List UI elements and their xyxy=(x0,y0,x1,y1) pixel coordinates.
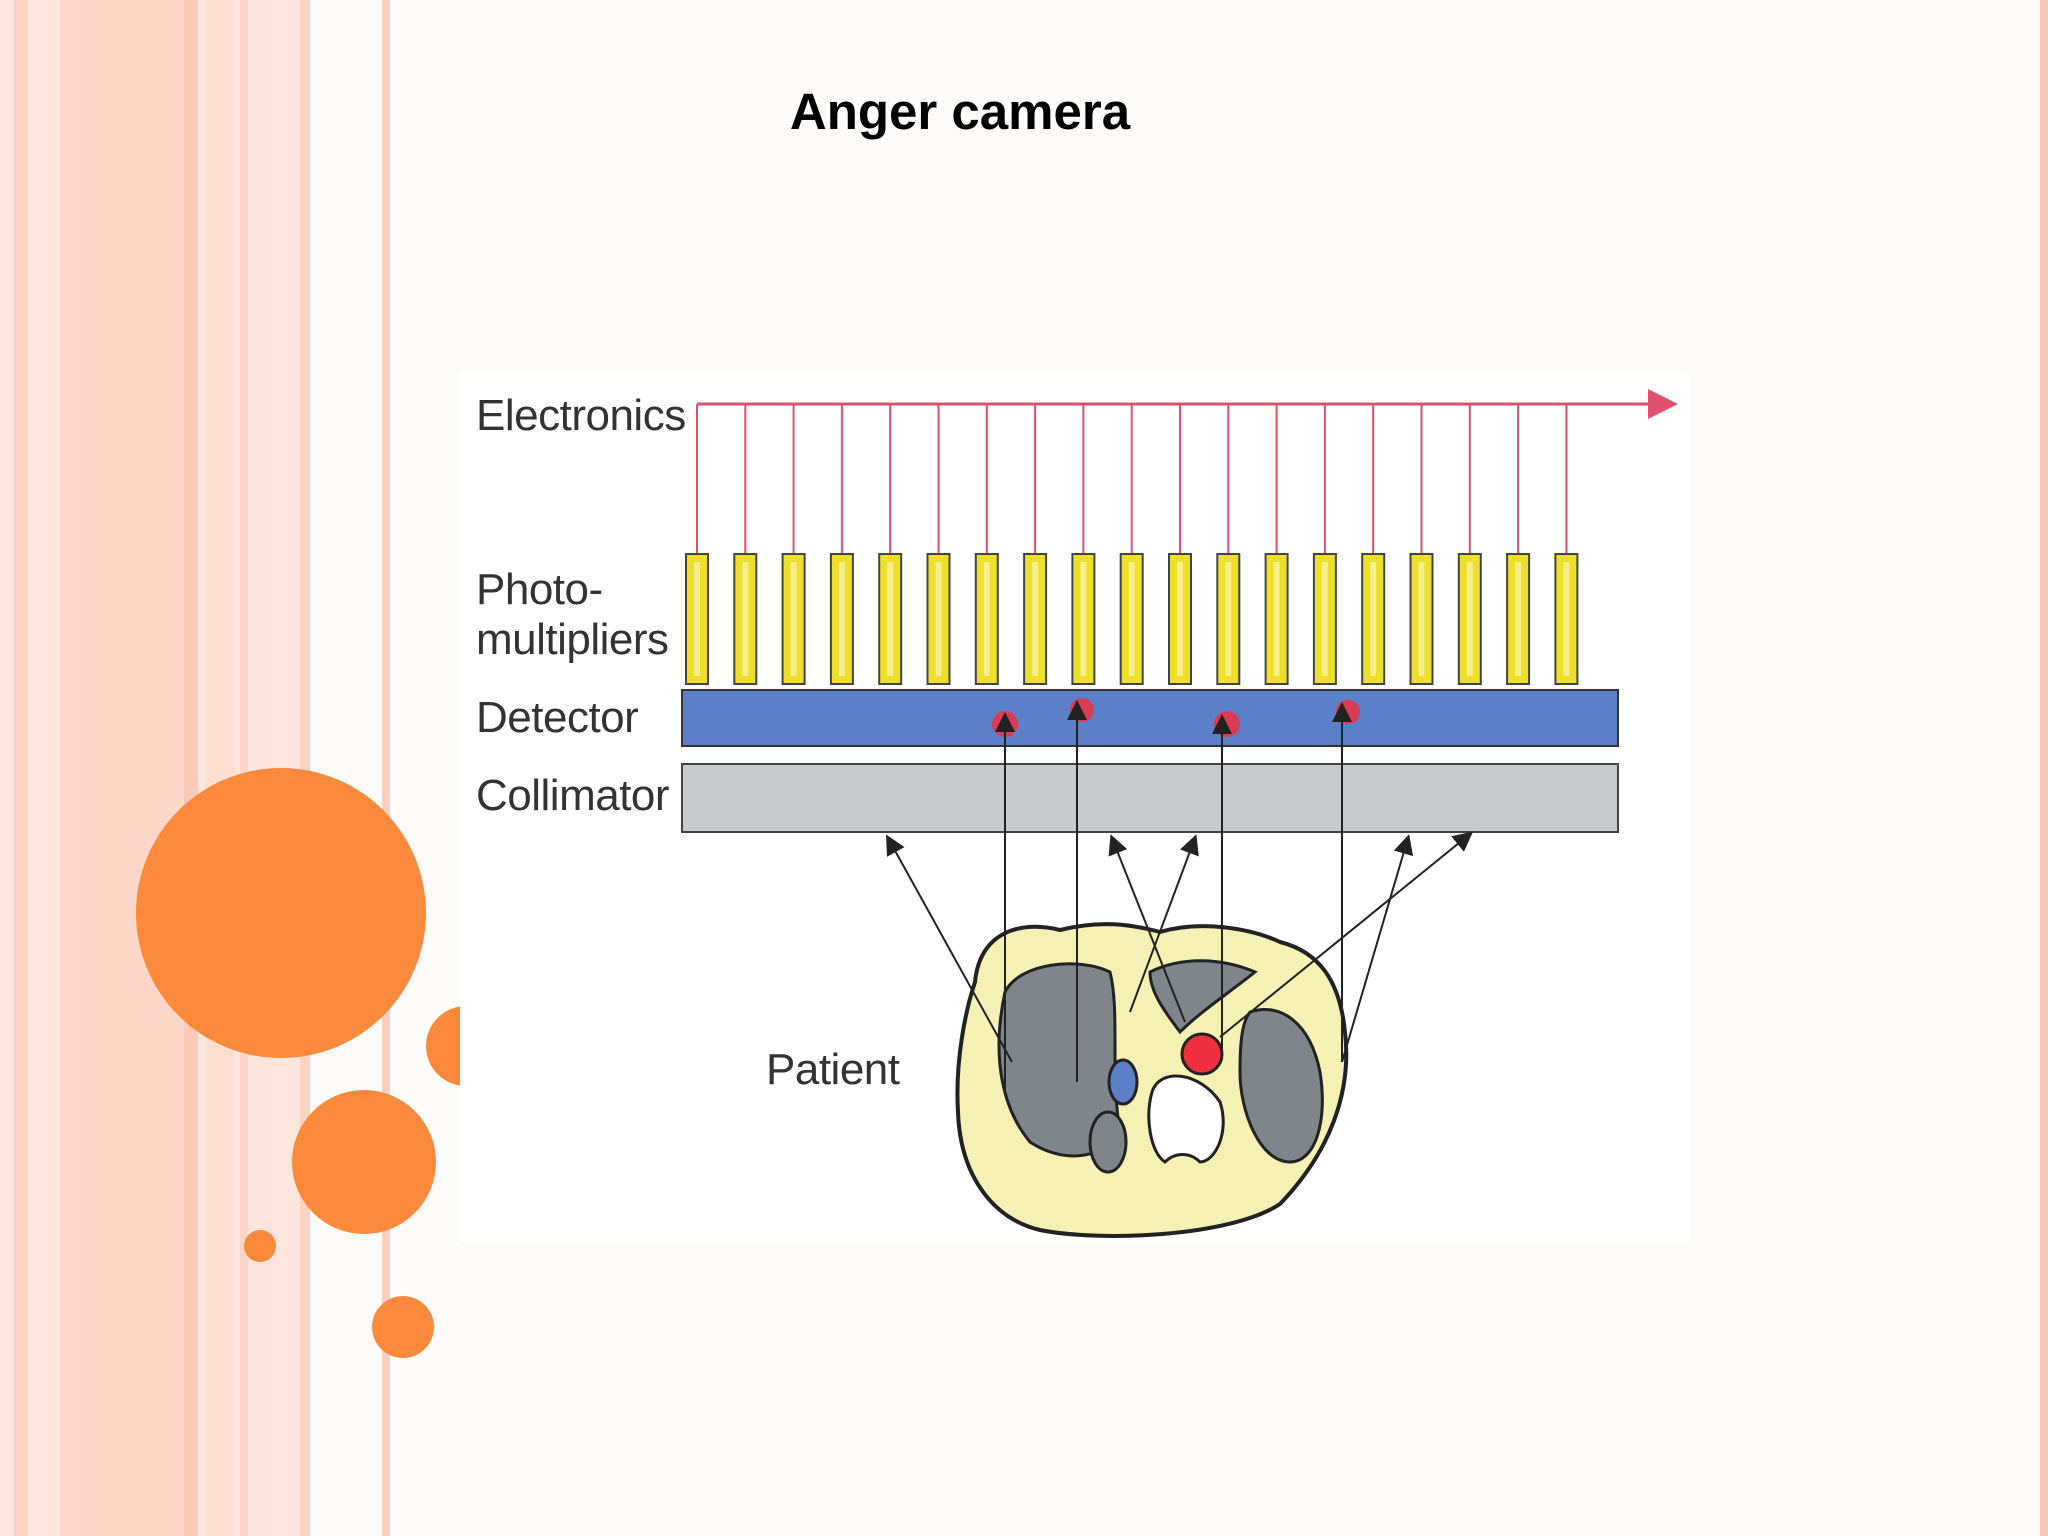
photomultiplier-tube xyxy=(781,553,806,685)
photomultiplier-highlight xyxy=(983,562,990,676)
photomultiplier-tube xyxy=(733,553,758,685)
decorative-circle-small xyxy=(244,1230,276,1262)
right-border xyxy=(2040,0,2048,1536)
collimator-bar xyxy=(681,763,1619,833)
photomultiplier-highlight xyxy=(1177,562,1183,676)
photomultiplier-highlight xyxy=(694,562,700,676)
photomultiplier-tube xyxy=(1361,553,1386,685)
photomultiplier-highlight xyxy=(1466,562,1473,676)
left-stripe xyxy=(184,0,198,1536)
photomultiplier-highlight xyxy=(1080,562,1087,676)
anger-camera-diagram: Electronics Photo- multipliers Detector … xyxy=(460,372,1690,1242)
photomultiplier-highlight xyxy=(1418,562,1425,676)
photomultiplier-tube xyxy=(685,553,709,685)
photomultiplier-tube xyxy=(1457,553,1482,685)
detector-bar xyxy=(681,689,1619,747)
decorative-circle-medium xyxy=(292,1090,436,1234)
photomultiplier-highlight xyxy=(1273,562,1280,676)
diagram-svg xyxy=(681,389,1678,1238)
electronics-signal-lines xyxy=(696,389,1678,554)
photomultiplier-highlight xyxy=(1128,562,1135,676)
photomultiplier-tube xyxy=(1168,553,1192,685)
label-collimator: Collimator xyxy=(476,771,670,820)
photomultiplier-highlight xyxy=(1321,562,1328,676)
patient-cross-section xyxy=(955,922,1349,1238)
label-detector: Detector xyxy=(476,693,639,742)
photomultiplier-highlight xyxy=(1225,562,1232,676)
photomultiplier-tube xyxy=(1216,553,1241,685)
photomultiplier-tube xyxy=(1264,553,1289,685)
photomultiplier-tube xyxy=(1023,553,1048,685)
photomultiplier-highlight xyxy=(1032,562,1039,676)
decorative-circle-small xyxy=(372,1296,434,1358)
left-stripe-edge xyxy=(382,0,390,1536)
left-stripe-edge xyxy=(300,0,310,1536)
photomultiplier-tube xyxy=(974,553,999,685)
photomultiplier-tube xyxy=(1409,553,1434,685)
photomultiplier-highlight xyxy=(1370,562,1377,676)
photomultiplier-highlight xyxy=(790,562,797,676)
left-stripe xyxy=(240,0,248,1536)
photomultiplier-tube xyxy=(1071,553,1096,685)
label-patient: Patient xyxy=(766,1045,900,1094)
photomultiplier-tube xyxy=(1554,553,1579,685)
photomultiplier-tube xyxy=(1506,553,1531,685)
photomultiplier-tube xyxy=(1312,553,1337,685)
slide-title-text: Anger camera xyxy=(789,83,1131,140)
label-photomultipliers-line1: Photo- xyxy=(476,565,603,614)
left-stripe xyxy=(60,0,84,1536)
left-stripe xyxy=(84,0,184,1536)
decorative-circle-large xyxy=(136,768,426,1058)
slide-title: Anger camera xyxy=(0,82,1920,141)
photomultiplier-highlight xyxy=(1563,562,1570,676)
photomultiplier-highlight xyxy=(742,562,749,676)
photomultiplier-highlight xyxy=(887,562,894,676)
photomultiplier-tube xyxy=(829,553,854,685)
label-electronics: Electronics xyxy=(476,391,686,440)
left-stripe xyxy=(206,0,234,1536)
photomultiplier-highlight xyxy=(1515,562,1522,676)
photomultiplier-highlight xyxy=(935,562,942,676)
photomultiplier-array xyxy=(685,553,1579,685)
gamma-ray-arrows xyxy=(886,700,1474,1092)
photomultiplier-tube xyxy=(878,553,903,685)
label-photomultipliers-line2: multipliers xyxy=(476,615,669,664)
photomultiplier-highlight xyxy=(838,562,845,676)
left-stripe xyxy=(14,0,28,1536)
photomultiplier-tube xyxy=(926,553,951,685)
photomultiplier-tube xyxy=(1119,553,1144,685)
